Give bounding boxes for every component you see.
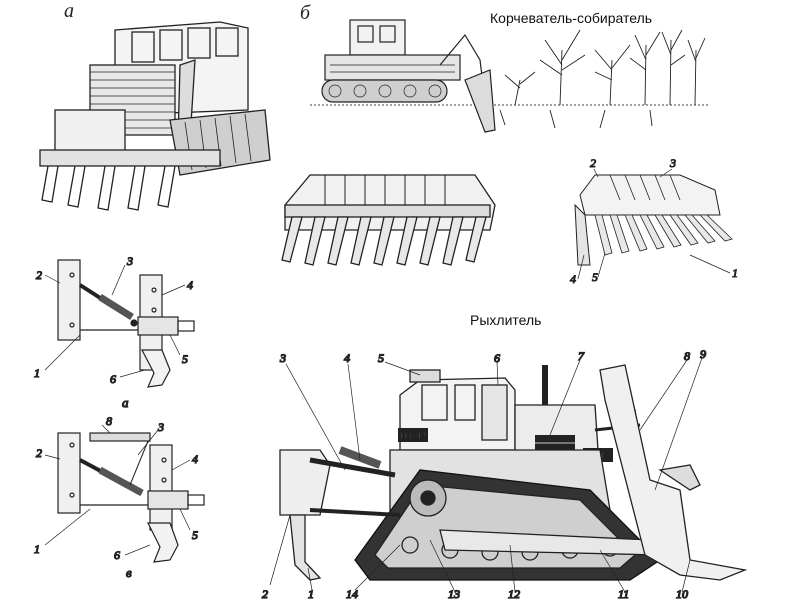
title-root-rake: Корчеватель-собиратель — [490, 10, 653, 26]
rake-callout-3: 3 — [669, 156, 676, 170]
root-rake-attachment-illustration — [281, 174, 496, 266]
ripper-a-callout-2: 2 — [36, 268, 42, 282]
dozer-callout-8: 8 — [684, 349, 690, 363]
ripper-b-callout-6: 6 — [114, 548, 120, 562]
title-ripper: Рыхлитель — [470, 312, 542, 328]
dozer-callout-10: 10 — [676, 587, 688, 600]
dozer-callout-1: 1 — [308, 587, 314, 600]
rake-callout-5: 5 — [592, 270, 598, 284]
rake-callout-4: 4 — [570, 272, 576, 286]
dozer-callout-3: 3 — [279, 351, 286, 365]
cab-model-badge: D10R — [400, 431, 426, 442]
ripper-b-callout-4: 4 — [192, 452, 198, 466]
ripper-b-callout-1: 1 — [34, 542, 40, 556]
panel-letter-b: б — [300, 2, 311, 24]
dozer-callout-11: 11 — [618, 587, 629, 600]
ripper-b-callout-2: 2 — [36, 446, 42, 460]
dozer-callout-12: 12 — [508, 587, 520, 600]
dozer-callout-14: 14 — [346, 587, 358, 600]
root-rake-field-illustration — [310, 19, 710, 133]
ripper-b-sublabel: в — [126, 565, 132, 580]
dozer-callout-13: 13 — [448, 587, 460, 600]
dozer-ripper-illustration: D10R CAT 3 4 5 6 7 8 9 2 1 — [261, 346, 748, 600]
ripper-a-callout-6: 6 — [110, 372, 116, 386]
rake-callout-2: 2 — [590, 156, 596, 170]
ripper-a-callout-3: 3 — [126, 255, 133, 268]
dozer-callout-4: 4 — [344, 351, 350, 365]
dozer-callout-7: 7 — [578, 349, 585, 363]
dozer-callout-2: 2 — [262, 587, 268, 600]
ripper-b-callout-5: 5 — [192, 528, 198, 542]
ripper-a-sublabel: а — [122, 395, 129, 410]
dozer-callout-9: 9 — [700, 347, 706, 361]
root-rake-numbered-illustration: 2 3 4 5 1 — [570, 156, 739, 287]
ripper-schematic-a: 2 3 4 1 5 6 а — [33, 255, 195, 411]
dozer-callout-6: 6 — [494, 351, 500, 365]
ripper-a-callout-4: 4 — [187, 278, 193, 292]
ripper-a-callout-5: 5 — [182, 352, 188, 366]
dozer-callout-5: 5 — [378, 351, 384, 365]
panel-letter-a: а — [64, 0, 74, 22]
ripper-a-callout-1: 1 — [34, 366, 40, 380]
rake-callout-1: 1 — [732, 266, 738, 280]
ripper-b-callout-8: 8 — [106, 415, 112, 428]
ripper-schematic-b: 8 2 3 4 1 5 6 в — [33, 415, 205, 581]
ripper-b-callout-3: 3 — [157, 420, 164, 434]
rake-dozer-front-illustration — [39, 21, 271, 211]
